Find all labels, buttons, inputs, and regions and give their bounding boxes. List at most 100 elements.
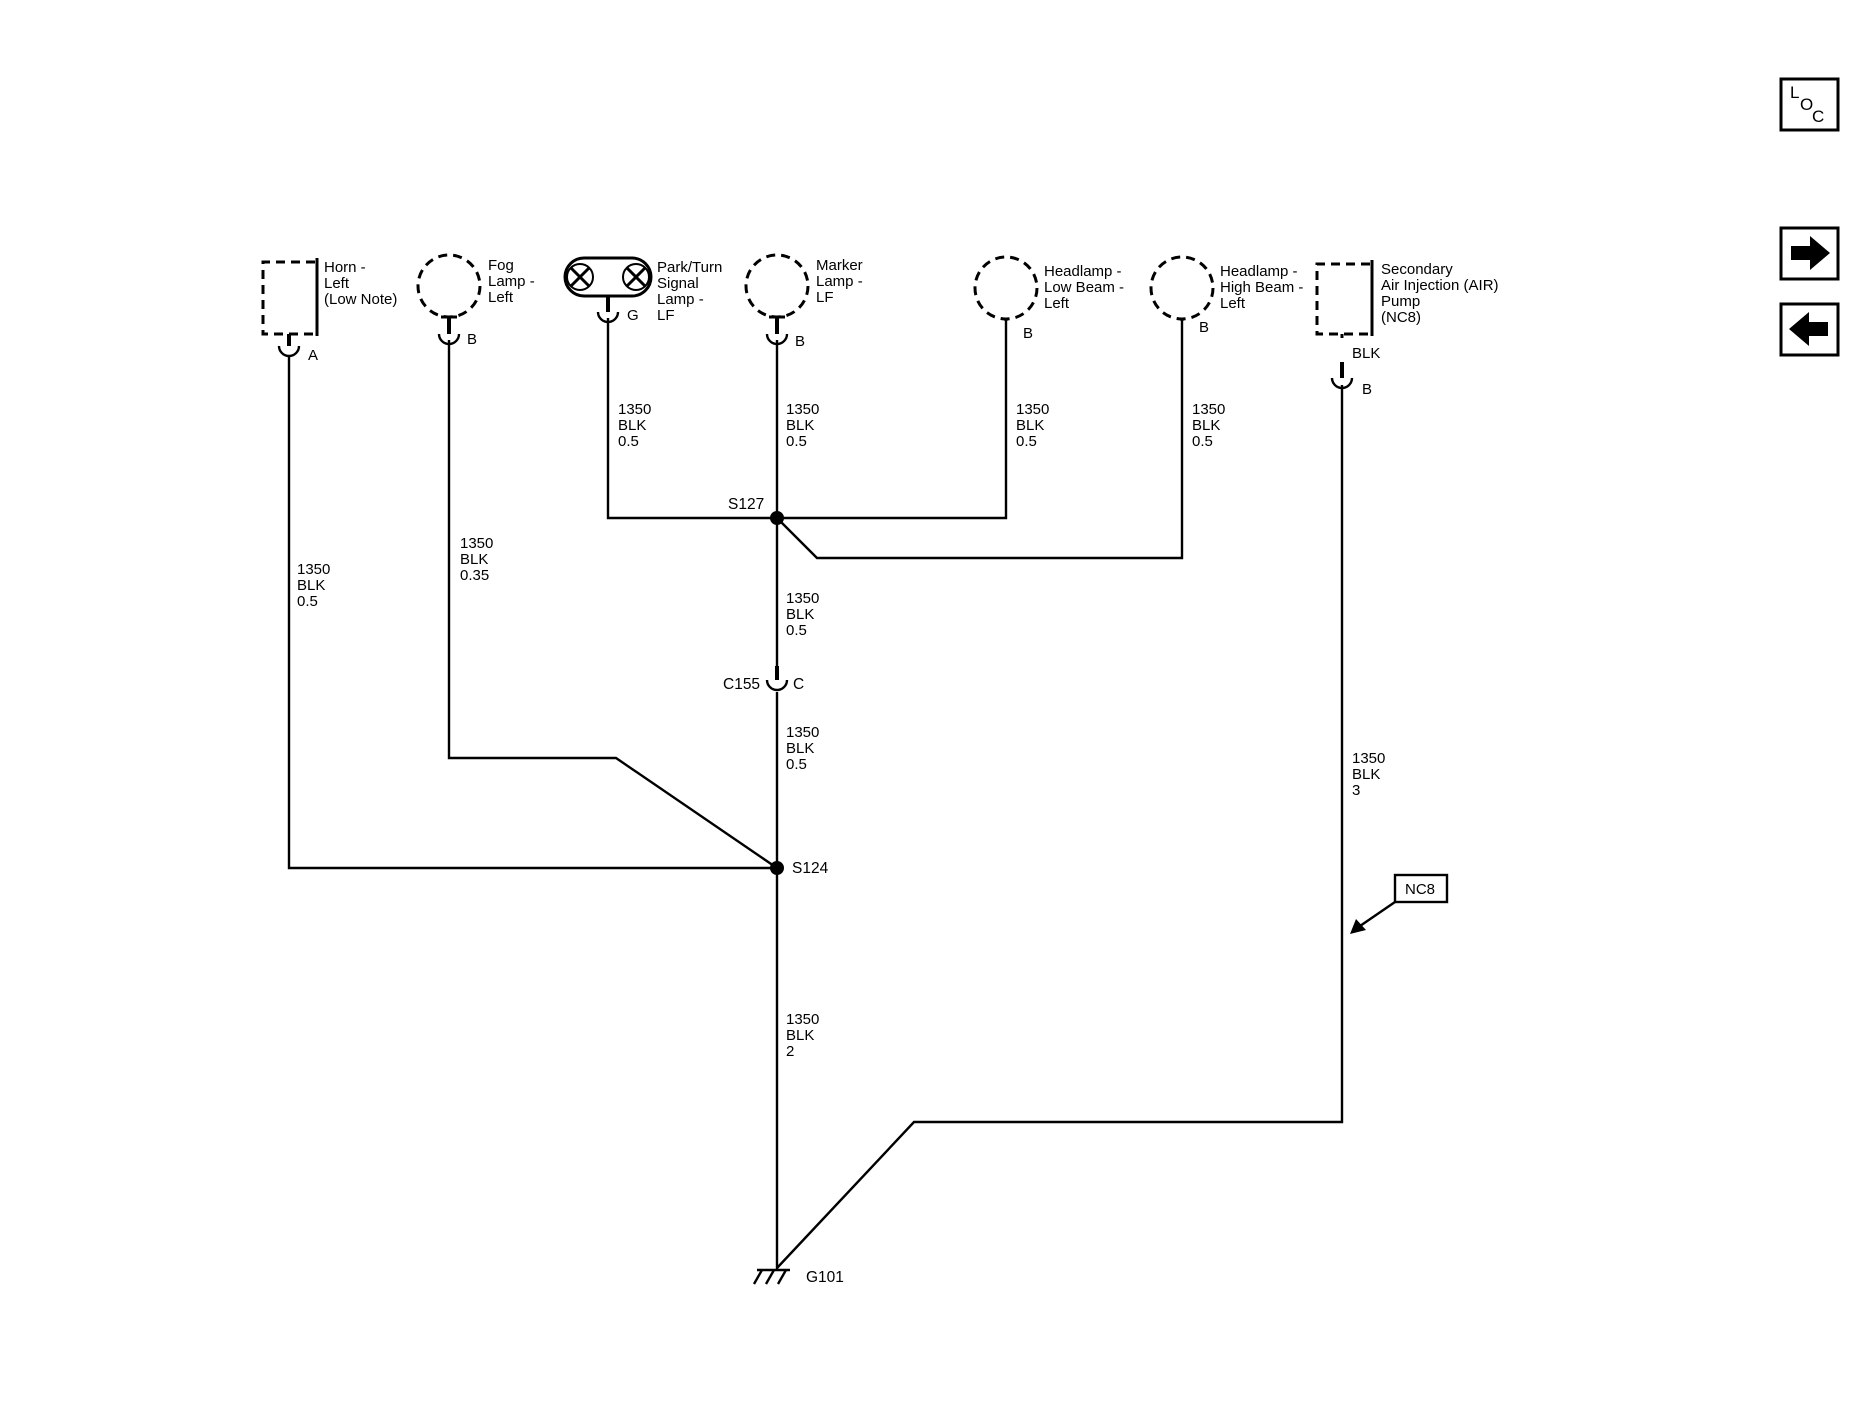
previous-page-button[interactable] (1779, 302, 1840, 357)
wire-label-s127-c155: 1350 BLK 0.5 (786, 590, 819, 639)
loc-button[interactable]: L O C (1779, 77, 1840, 132)
svg-text:BLK: BLK (297, 577, 325, 594)
wire-label-air-pump: 1350 BLK 3 (1352, 750, 1385, 799)
connector-c155 (765, 666, 789, 692)
air-pump-wire-color: BLK (1352, 345, 1380, 362)
wire-label-park: 1350 BLK 0.5 (618, 401, 651, 450)
loc-o-letter: O (1800, 95, 1813, 114)
fog-label-3: Left (488, 289, 514, 306)
svg-text:1350: 1350 (786, 1011, 819, 1028)
nc8-option-tag: NC8 (1350, 873, 1449, 934)
wire-low-beam (777, 318, 1008, 520)
svg-text:0.5: 0.5 (297, 593, 318, 610)
horn-label-1: Horn - (324, 259, 366, 276)
loc-c-letter: C (1812, 107, 1824, 126)
splice-s124-dot (770, 861, 784, 875)
svg-text:0.35: 0.35 (460, 567, 489, 584)
svg-text:1350: 1350 (786, 724, 819, 741)
park-label-1: Park/Turn (657, 259, 722, 276)
low-beam-label-2: Low Beam - (1044, 279, 1124, 296)
svg-text:2: 2 (786, 1043, 794, 1060)
headlamp-high-beam-left-component (1149, 255, 1215, 321)
wire-label-marker: 1350 BLK 0.5 (786, 401, 819, 450)
svg-text:0.5: 0.5 (1192, 433, 1213, 450)
park-label-4: LF (657, 307, 675, 324)
horn-pin-label: A (308, 347, 318, 364)
svg-text:0.5: 0.5 (786, 433, 807, 450)
park-label-2: Signal (657, 275, 699, 292)
wires (287, 318, 1344, 1270)
wire-label-horn: 1350 BLK 0.5 (297, 561, 330, 610)
splice-s127-label: S127 (728, 496, 764, 513)
svg-text:BLK: BLK (1352, 766, 1380, 783)
park-label-3: Lamp - (657, 291, 704, 308)
air-pump-label-2: Air Injection (AIR) (1381, 277, 1499, 294)
fog-lamp-left-component (416, 253, 482, 346)
marker-label-2: Lamp - (816, 273, 863, 290)
horn-left-component (261, 258, 319, 358)
connector-c155-pin-label: C (793, 676, 804, 693)
svg-text:1350: 1350 (1016, 401, 1049, 418)
air-pump-label-4: (NC8) (1381, 309, 1421, 326)
svg-text:1350: 1350 (1192, 401, 1225, 418)
air-pump-label-3: Pump (1381, 293, 1420, 310)
svg-text:0.5: 0.5 (786, 756, 807, 773)
svg-text:3: 3 (1352, 782, 1360, 799)
nc8-arrow-icon (1350, 919, 1366, 934)
high-beam-pin-label: B (1199, 319, 1209, 336)
high-beam-label-2: High Beam - (1220, 279, 1303, 296)
fog-label-1: Fog (488, 257, 514, 274)
marker-lamp-lf-component (744, 253, 810, 346)
horn-label-3: (Low Note) (324, 291, 397, 308)
low-beam-pin-label: B (1023, 325, 1033, 342)
svg-text:BLK: BLK (786, 740, 814, 757)
svg-text:1350: 1350 (1352, 750, 1385, 767)
connector-c155-label: C155 (723, 676, 760, 693)
marker-pin-label: B (795, 333, 805, 350)
high-beam-label-3: Left (1220, 295, 1246, 312)
horn-label-2: Left (324, 275, 350, 292)
air-pump-label-1: Secondary (1381, 261, 1453, 278)
air-pump-pin-label: B (1362, 381, 1372, 398)
wire-park-turn (606, 318, 777, 520)
svg-text:1350: 1350 (786, 590, 819, 607)
splice-s124-label: S124 (792, 860, 829, 877)
next-page-button[interactable] (1779, 226, 1840, 281)
wire-high-beam (776, 318, 1184, 560)
svg-text:0.5: 0.5 (618, 433, 639, 450)
wire-label-high-beam: 1350 BLK 0.5 (1192, 401, 1225, 450)
wire-fog (447, 340, 778, 869)
svg-text:1350: 1350 (618, 401, 651, 418)
fog-pin-label: B (467, 331, 477, 348)
svg-text:1350: 1350 (786, 401, 819, 418)
svg-text:1350: 1350 (297, 561, 330, 578)
marker-label-1: Marker (816, 257, 863, 274)
svg-text:BLK: BLK (618, 417, 646, 434)
svg-text:0.5: 0.5 (1016, 433, 1037, 450)
svg-text:1350: 1350 (460, 535, 493, 552)
headlamp-low-beam-left-component (973, 255, 1039, 321)
park-pin-label: G (627, 307, 639, 324)
high-beam-label-1: Headlamp - (1220, 263, 1298, 280)
low-beam-label-1: Headlamp - (1044, 263, 1122, 280)
left-arrow-icon (1789, 312, 1828, 346)
ground-symbol (752, 1268, 790, 1285)
right-arrow-icon (1791, 236, 1830, 270)
marker-label-3: LF (816, 289, 834, 306)
wire-horn (287, 357, 777, 870)
park-turn-signal-lamp-component (563, 256, 653, 324)
svg-text:BLK: BLK (1016, 417, 1044, 434)
svg-text:BLK: BLK (786, 417, 814, 434)
svg-text:BLK: BLK (786, 606, 814, 623)
wire-label-c155-s124: 1350 BLK 0.5 (786, 724, 819, 773)
svg-text:BLK: BLK (786, 1027, 814, 1044)
wire-label-low-beam: 1350 BLK 0.5 (1016, 401, 1049, 450)
svg-text:BLK: BLK (1192, 417, 1220, 434)
svg-text:NC8: NC8 (1405, 881, 1435, 898)
svg-text:0.5: 0.5 (786, 622, 807, 639)
secondary-air-pump-component (1315, 260, 1374, 390)
wire-label-fog: 1350 BLK 0.35 (460, 535, 493, 584)
loc-l-letter: L (1790, 83, 1799, 102)
svg-text:BLK: BLK (460, 551, 488, 568)
